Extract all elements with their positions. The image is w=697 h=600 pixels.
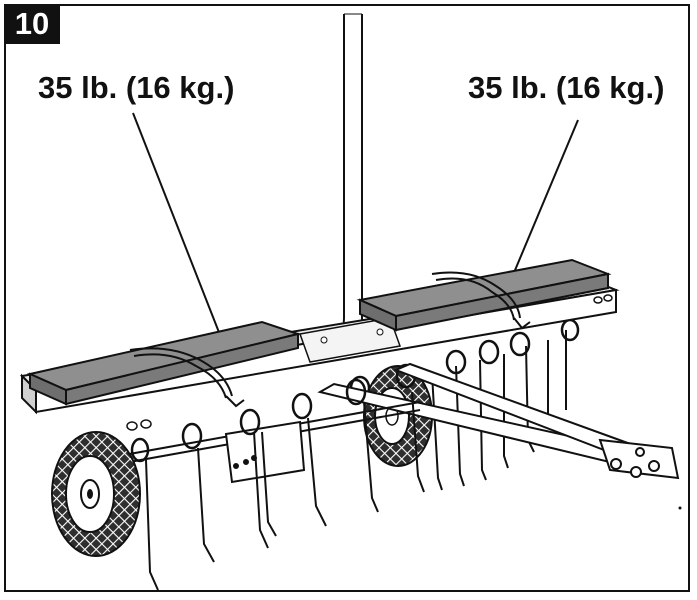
handle-bar [327,13,363,353]
weight-block-right [356,258,612,332]
tow-arms [317,362,680,480]
coil-springs-front [130,378,367,463]
leader-line-left [132,112,223,341]
left-wheel [51,431,141,557]
weight-label-right: 35 lb. (16 kg.) [468,70,665,105]
edge-mark [678,506,682,510]
weight-label-left: 35 lb. (16 kg.) [38,70,235,105]
tie-down-strap-left [129,347,245,408]
leader-line-right [512,119,579,276]
tie-down-strap-right [431,271,531,330]
figure-frame [4,4,690,592]
tine-rods-front [145,391,425,591]
step-number-badge: 10 [4,4,60,44]
